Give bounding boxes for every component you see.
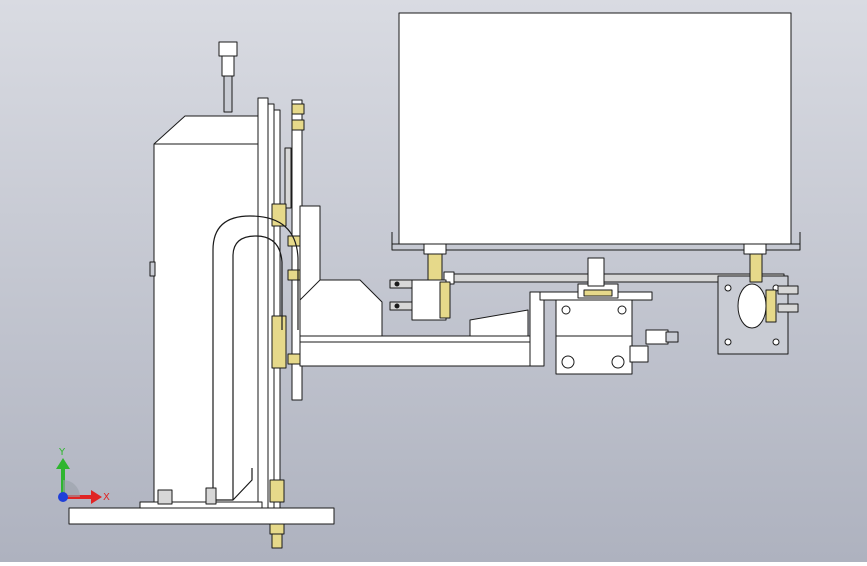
axis-triad: Y X bbox=[56, 447, 110, 504]
upper-box[interactable] bbox=[391, 12, 801, 251]
x-axis-label: X bbox=[103, 492, 110, 503]
rail-bolts bbox=[287, 103, 305, 365]
cable-guide[interactable] bbox=[212, 215, 299, 501]
left-clamp[interactable] bbox=[389, 243, 451, 321]
y-axis-label: Y bbox=[58, 447, 66, 458]
valve-block[interactable] bbox=[555, 283, 633, 375]
horizontal-arm[interactable] bbox=[299, 291, 653, 367]
main-column[interactable] bbox=[149, 115, 261, 509]
column-top-rod[interactable] bbox=[218, 41, 238, 113]
right-mount-plate[interactable] bbox=[717, 243, 799, 355]
bottom-fitting[interactable] bbox=[269, 523, 285, 549]
base-plate[interactable] bbox=[68, 487, 335, 525]
pneumatic-fitting[interactable] bbox=[629, 329, 679, 363]
center-lift-pin[interactable] bbox=[587, 257, 605, 287]
